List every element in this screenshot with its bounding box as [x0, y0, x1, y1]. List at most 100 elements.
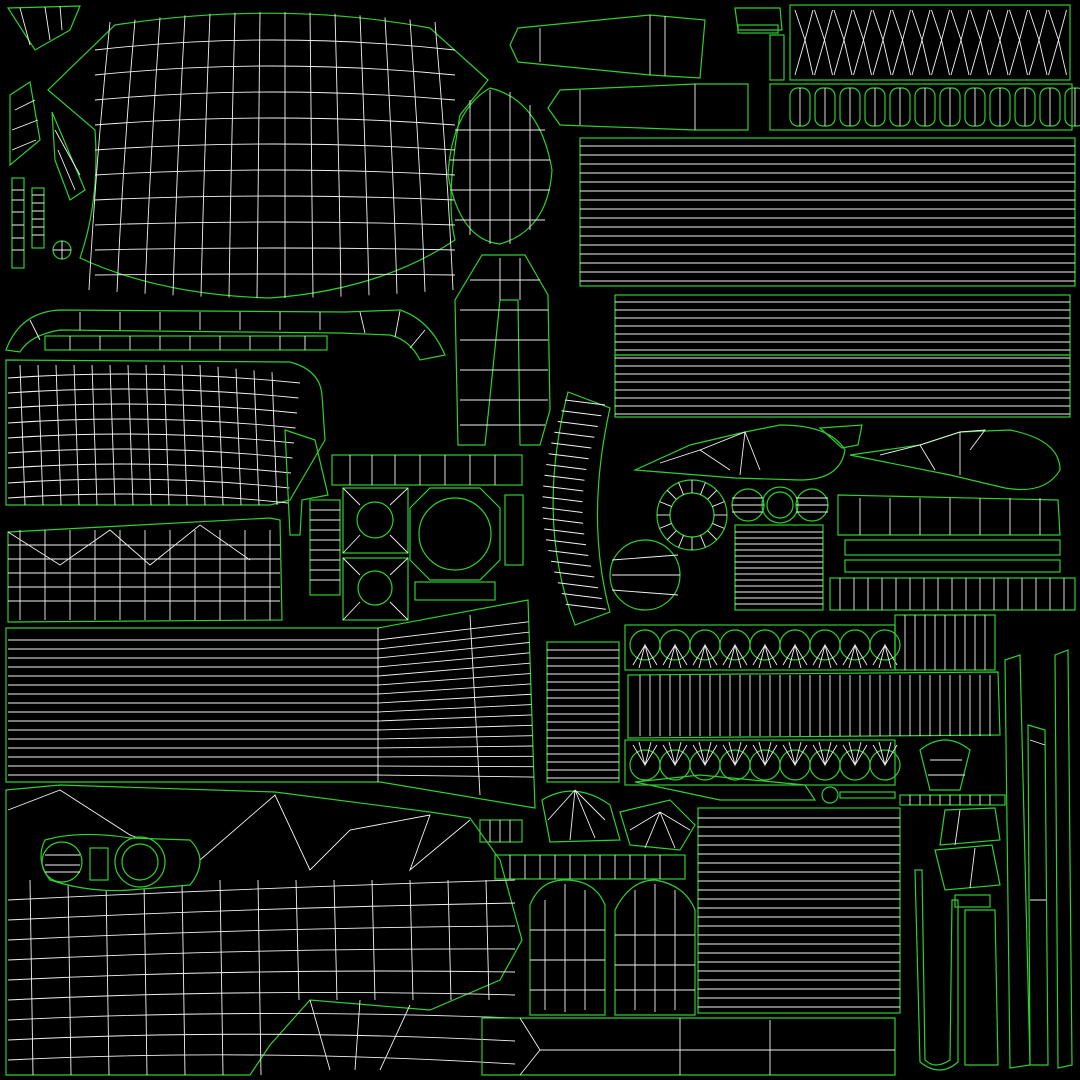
- mesh-edge: [853, 9, 872, 76]
- mesh-edge: [384, 17, 398, 294]
- mesh-edge: [722, 643, 748, 669]
- mesh-edge: [7, 493, 289, 504]
- mesh-edge: [911, 9, 931, 76]
- mesh-edge: [662, 741, 688, 767]
- mesh-edge: [7, 463, 292, 474]
- mesh-edge: [659, 501, 672, 507]
- mesh-edge: [94, 117, 456, 126]
- mesh-edge: [7, 478, 290, 489]
- mesh-edge: [782, 643, 808, 669]
- mesh-edge: [94, 195, 456, 201]
- mesh-edge: [256, 12, 261, 298]
- mesh-edge: [551, 560, 592, 567]
- mesh-edge: [94, 273, 456, 276]
- uv-island-large-stripes: [5, 599, 536, 809]
- mesh-edge: [7, 1033, 516, 1042]
- mesh-edge: [309, 999, 411, 1071]
- mesh-edge: [545, 539, 587, 546]
- mesh-edge: [544, 474, 585, 481]
- mesh-edge: [109, 364, 116, 506]
- mesh-edge: [722, 741, 748, 767]
- mesh-edge: [752, 643, 778, 669]
- mesh-edge: [544, 528, 585, 535]
- uv-island-sleeve: [454, 254, 551, 446]
- mesh-edge: [91, 364, 98, 506]
- mesh-edge: [565, 603, 606, 610]
- mesh-edge: [7, 1013, 516, 1021]
- mesh-edge: [554, 431, 595, 438]
- mesh-edge: [447, 879, 452, 1001]
- mesh-edge: [94, 169, 456, 176]
- mesh-edge: [7, 373, 301, 384]
- mesh-edge: [469, 614, 481, 796]
- mesh-edge: [94, 91, 456, 101]
- mesh-edge: [548, 453, 589, 460]
- mesh-edge: [833, 9, 853, 76]
- mesh-edge: [309, 12, 314, 298]
- mesh-edge: [692, 643, 718, 669]
- mesh-edge: [557, 421, 598, 427]
- mesh-edge: [548, 550, 589, 556]
- mesh-edge: [692, 741, 718, 767]
- mesh-edge: [94, 65, 456, 76]
- mesh-edge: [632, 741, 658, 767]
- mesh-edge: [359, 15, 370, 296]
- mesh-edge: [989, 9, 1009, 76]
- mesh-edge: [334, 13, 342, 297]
- uv-island-mid-stripes: [546, 641, 620, 783]
- mesh-edge: [105, 879, 110, 1076]
- mesh-edge: [434, 21, 454, 291]
- mesh-edge: [1009, 9, 1028, 76]
- uv-island-right-bits: [899, 649, 1073, 1069]
- mesh-edge: [666, 530, 677, 541]
- mesh-edge: [542, 496, 583, 503]
- mesh-edge: [127, 364, 134, 506]
- mesh-edge: [842, 741, 868, 767]
- mesh-edge: [700, 535, 706, 548]
- mesh-edge: [712, 523, 725, 529]
- mesh-edge: [409, 879, 414, 1001]
- uv-island-teeth-strip: [734, 4, 1080, 131]
- mesh-edge: [37, 364, 44, 506]
- mesh-edge: [235, 368, 242, 506]
- mesh-edge: [561, 593, 602, 599]
- mesh-edge: [228, 12, 236, 298]
- mesh-edge: [931, 9, 950, 76]
- uv-island-right-panels: [829, 494, 1076, 611]
- mesh-edge: [678, 482, 684, 495]
- mesh-edge: [94, 247, 456, 251]
- mesh-edge: [200, 13, 211, 297]
- mesh-edge: [814, 9, 833, 76]
- mesh-edge: [812, 643, 838, 669]
- uv-island-oval: [447, 87, 553, 245]
- uv-island-stripes-right: [579, 137, 1076, 418]
- mesh-edge: [869, 749, 901, 781]
- uv-island-small-left: [6, 5, 86, 269]
- mesh-edge: [199, 364, 206, 506]
- mesh-edge: [872, 643, 898, 669]
- mesh-edge: [700, 482, 706, 495]
- mesh-edge: [94, 221, 456, 226]
- uv-island-arc-strip: [542, 391, 611, 626]
- uv-island-left-panel: [5, 359, 329, 536]
- uv-island-belt: [5, 309, 446, 361]
- mesh-edge: [557, 582, 598, 589]
- mesh-edge: [7, 1054, 516, 1065]
- uv-island-capsules-top: [509, 14, 749, 131]
- mesh-edge: [7, 433, 295, 444]
- mesh-edge: [678, 535, 684, 548]
- mesh-edge: [752, 741, 778, 767]
- mesh-edge: [145, 364, 152, 506]
- mesh-edge: [794, 9, 814, 76]
- uv-island-torso: [47, 12, 489, 299]
- mesh-edge: [542, 507, 583, 513]
- mesh-edge: [551, 442, 592, 449]
- uv-island-left-panel-2: [7, 517, 283, 623]
- mesh-edge: [219, 879, 224, 1076]
- mesh-edge: [950, 9, 970, 76]
- mesh-edge: [632, 643, 658, 669]
- mesh-edge: [116, 19, 136, 292]
- mesh-edge: [712, 501, 725, 507]
- mesh-edge: [842, 643, 868, 669]
